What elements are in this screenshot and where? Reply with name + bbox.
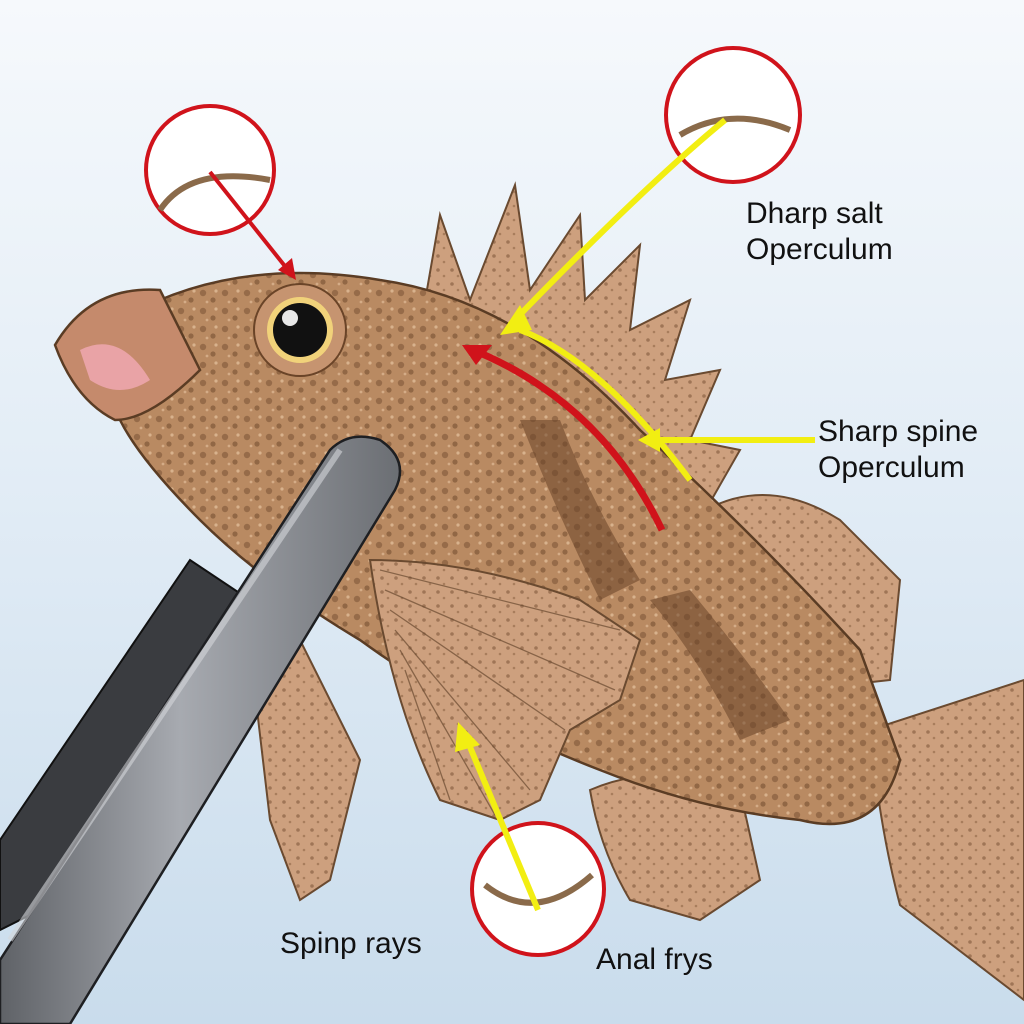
callout-operculum-spine bbox=[500, 46, 802, 335]
caudal-fin bbox=[868, 678, 1024, 1002]
label-dorsal-spine: Dharp salt Operculum bbox=[746, 196, 893, 268]
label-sharp-spine: Sharp spine Operculum bbox=[818, 414, 978, 486]
callout-anal-rays bbox=[455, 722, 606, 957]
operculum-arrow-red-head bbox=[462, 345, 492, 365]
label-dorsal-line2: Operculum bbox=[746, 233, 893, 266]
sharp-spine-pointer-head bbox=[638, 428, 660, 452]
pliers-icon bbox=[0, 435, 402, 1024]
operculum-arrow-red bbox=[466, 344, 666, 532]
label-anal-rays: Anal frys bbox=[596, 943, 713, 976]
callout-dorsal-spine bbox=[144, 104, 296, 280]
label-sharp-spine-line2: Operculum bbox=[818, 451, 965, 484]
label-sharp-spine-line1: Sharp spine bbox=[818, 415, 979, 448]
sharp-spine-arrow bbox=[518, 327, 693, 482]
pectoral-fin bbox=[368, 558, 642, 822]
label-dorsal-line1: Dharp salt bbox=[746, 197, 883, 230]
body-band bbox=[650, 590, 790, 740]
pectoral-rays bbox=[379, 569, 621, 816]
eye-icon bbox=[253, 283, 347, 377]
body-band bbox=[520, 420, 640, 600]
mouth-inner bbox=[80, 344, 150, 390]
label-spin-rays: Spinp rays bbox=[280, 927, 422, 960]
